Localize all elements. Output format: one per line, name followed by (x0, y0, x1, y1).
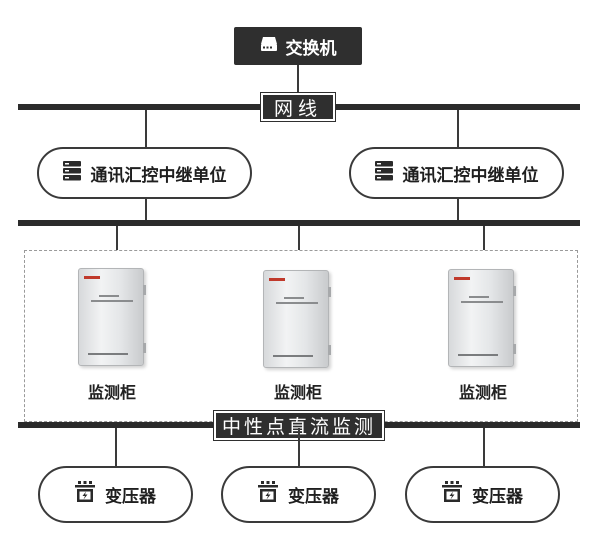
cabinet-drop-1 (116, 226, 118, 250)
cabinet-label: 监测柜 (87, 383, 136, 402)
switch-label: 交换机 (285, 38, 337, 59)
transformer-label: 变压器 (105, 487, 156, 507)
cabinet-drop-3 (483, 226, 485, 250)
switch-node: 交换机 (234, 27, 362, 65)
monitoring-cabinet-image (263, 270, 331, 368)
neutral-label-text: 中性点直流监测 (221, 416, 376, 438)
monitoring-cabinet-image (78, 268, 146, 366)
cabinet-label: 监测柜 (458, 383, 507, 402)
network-label-text: 网线 (273, 97, 322, 120)
server-rack-icon (62, 160, 81, 186)
relay-unit-right: 通讯汇控中继单位 (349, 147, 564, 199)
relay-drop-right (457, 110, 459, 148)
transformer-label: 变压器 (288, 487, 339, 507)
server-rack-icon (374, 160, 393, 186)
transformer-icon (75, 481, 95, 508)
transformer-drop-2 (298, 428, 300, 466)
transformer-icon (442, 481, 462, 508)
relay-label: 通讯汇控中继单位 (90, 165, 227, 186)
switch-icon (260, 36, 278, 57)
transformer-drop-1 (115, 428, 117, 466)
transformer-icon (258, 481, 278, 508)
cabinet-label: 监测柜 (273, 383, 322, 402)
relay-unit-left: 通讯汇控中继单位 (37, 147, 252, 199)
monitoring-cabinet-image (448, 269, 516, 367)
relay-up-right (457, 199, 459, 223)
middle-bus (18, 220, 580, 226)
transformer-unit-1: 变压器 (38, 466, 193, 523)
switch-drop (297, 65, 299, 107)
transformer-label: 变压器 (472, 487, 523, 507)
relay-drop-left (145, 110, 147, 148)
cabinet-drop-2 (298, 226, 300, 250)
transformer-unit-3: 变压器 (405, 466, 560, 523)
relay-up-left (145, 199, 147, 223)
network-label: 网线 (260, 92, 336, 122)
transformer-unit-2: 变压器 (221, 466, 376, 523)
relay-label: 通讯汇控中继单位 (402, 165, 539, 186)
transformer-drop-3 (483, 428, 485, 466)
